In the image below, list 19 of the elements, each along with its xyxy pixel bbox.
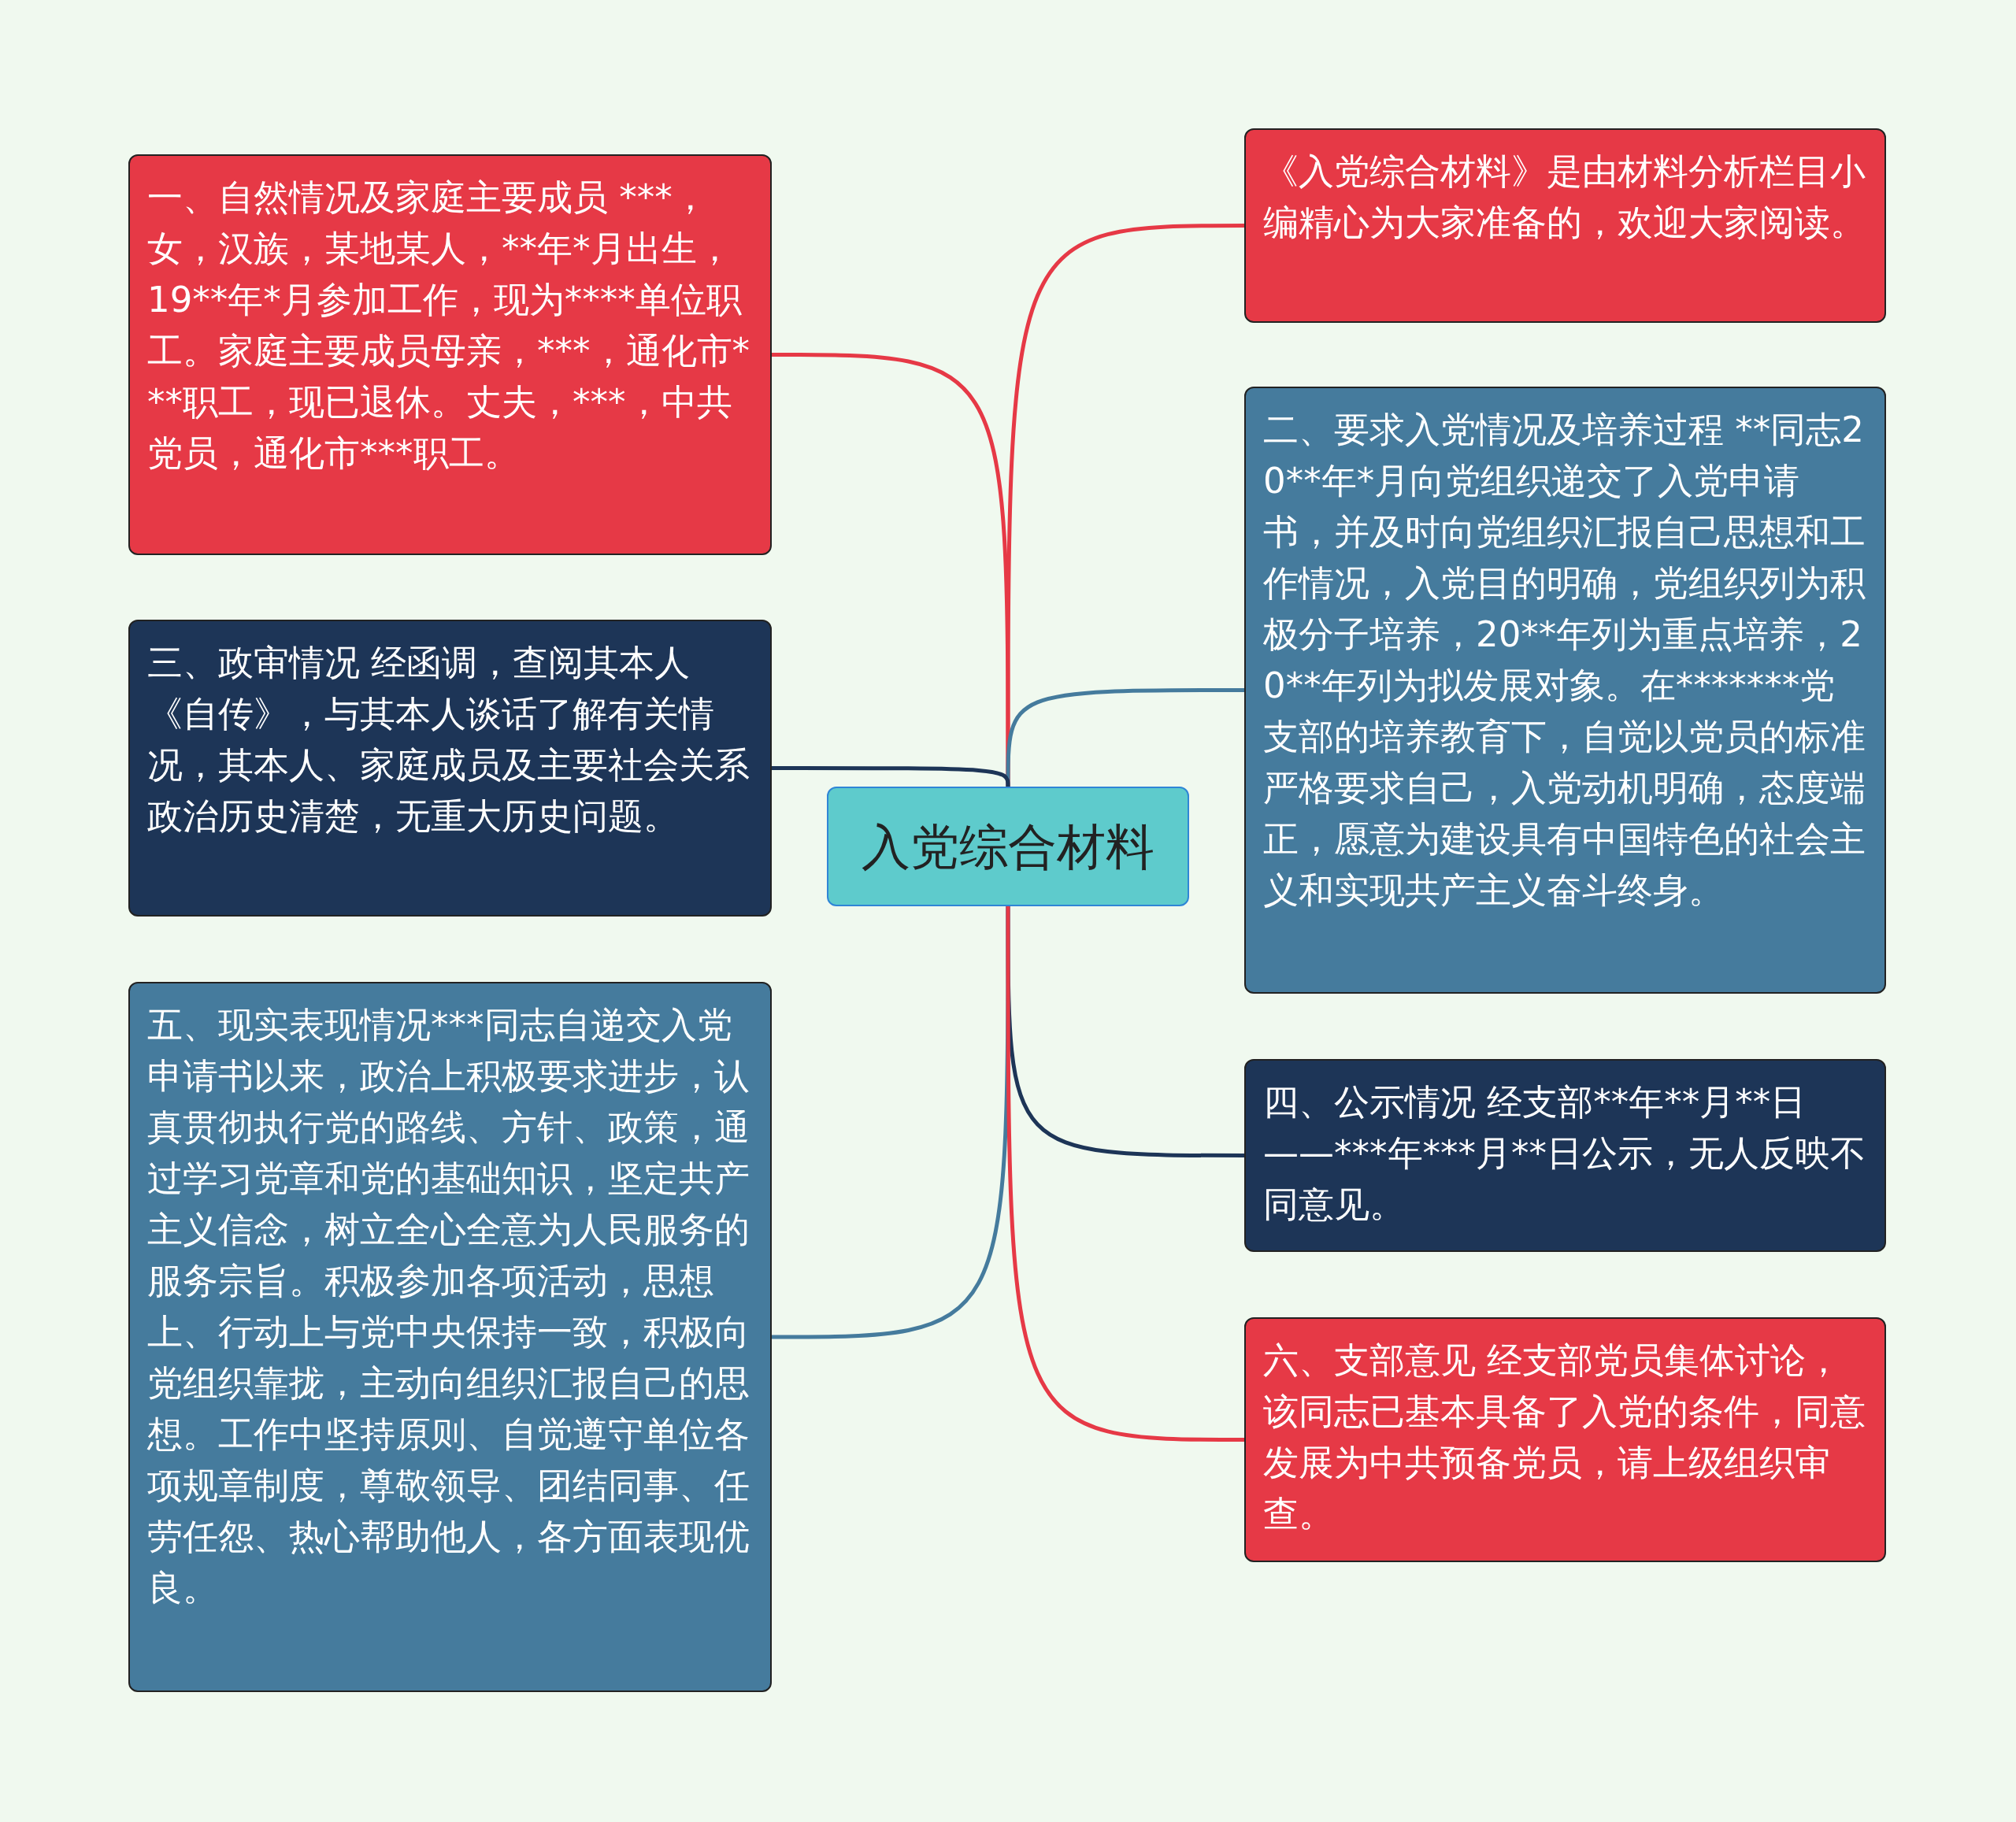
- topic-card: [128, 982, 772, 1692]
- topic-text: 五、现实表现情况***同志自递交入党申请书以来，政治上积极要求进步，认真贯彻执行党的路线、方针、政策，通过学习党章和党的基础知识，坚定共产主义信念，树立全心全意为人民服务的服务宗旨。积极参加各项活动，思想上、行动上与党中央保持一致，积极向党组织靠拢，主动向组织汇报自己的思想。工作中坚持原则、自觉遵守单位各项规章制度，尊敬领导、团结同事、任劳任怨、热心帮助他人，各方面表现优良。: [147, 1004, 750, 1609]
- topic-text: 三、政审情况 经函调，查阅其本人《自传》，与其本人谈话了解有关情况，其本人、家庭成员及主要社会关系政治历史清楚，无重大历史问题。: [147, 642, 750, 837]
- topic-card: [1244, 1059, 1886, 1252]
- connector-line: [772, 766, 1010, 787]
- topic-card: [128, 620, 772, 917]
- topic-text: 四、公示情况 经支部**年**月**日——***年***月**日公示，无人反映不同意见。: [1263, 1081, 1866, 1225]
- topic-text: 六、支部意见 经支部党员集体讨论，该同志已基本具备了入党的条件，同意发展为中共预备党员，请上级组织审查。: [1263, 1339, 1866, 1535]
- central-topic-box: [827, 787, 1189, 906]
- topic-card: [1244, 128, 1886, 323]
- topic-text: 一、自然情况及家庭主要成员 ***，女，汉族，某地某人，**年*月出生，19**年*月参加工作，现为****单位职工。家庭主要成员母亲，***，通化市***职工，现已退休。丈夫，***，中共党员，通化市***职工。: [147, 176, 750, 474]
- topic-card: [128, 154, 772, 555]
- topic-card: [1244, 387, 1886, 994]
- connector-line: [1006, 688, 1244, 787]
- topic-text: 入党综合材料: [862, 820, 1154, 872]
- topic-text: 二、要求入党情况及培养过程 **同志20**年*月向党组织递交了入党申请书，并及时向党组织汇报自己思想和工作情况，入党目的明确，党组织列为积极分子培养，20**年列为重点培养，20**年列为拟发展对象。在*******党支部的培养教育下，自觉以党员的标准严格要求自己，入党动机明确，态度端正，愿意为建设具有中国特色的社会主义和实现共产主义奋斗终身。: [1263, 409, 1866, 911]
- connector-line: [1006, 906, 1244, 1442]
- topic-text: 《入党综合材料》是由材料分析栏目小编精心为大家准备的，欢迎大家阅读。: [1263, 150, 1866, 243]
- topic-card: [1244, 1317, 1886, 1562]
